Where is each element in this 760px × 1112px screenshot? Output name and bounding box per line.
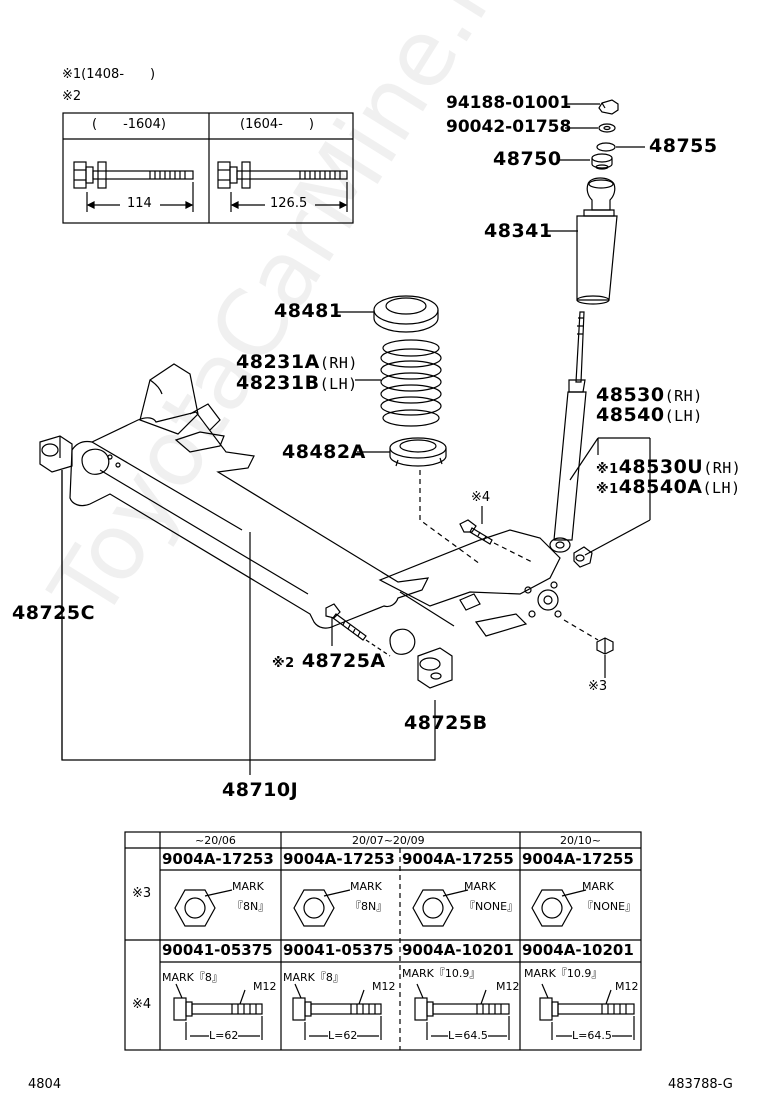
coil-spring-icon (380, 339, 442, 427)
spec-row3-value-3: 『NONE』 (464, 900, 519, 913)
part-48725b: 48725B (404, 712, 488, 734)
washer-icon (598, 123, 616, 133)
spec-row4-mark-3: MARK『10.9』 (402, 967, 481, 980)
spring-upper-seat-icon (373, 295, 439, 333)
spec-header-3: 20/10~ (560, 834, 601, 847)
part-48482a: 48482A (282, 441, 366, 463)
part-48540a-number: 48540A (618, 476, 703, 498)
spec-row3-label: ※3 (132, 886, 152, 901)
bolt-table-col2-header: (1604- ) (240, 117, 314, 132)
spec-row3-value-2: 『8N』 (350, 900, 388, 913)
spec-row4-part-1: 90041-05375 (162, 941, 273, 959)
part-48725c: 48725C (12, 602, 96, 624)
spec-row4-part-3: 9004A-10201 (402, 941, 514, 959)
bolt-short-icon (73, 161, 194, 189)
part-48231b-side: (LH) (319, 375, 358, 393)
shock-bushing-icon (573, 546, 593, 568)
footer-diagram-id: 483788-G (668, 1077, 733, 1092)
spec-table-frame (124, 831, 642, 1051)
spec-row4-part-4: 9004A-10201 (522, 941, 634, 959)
spec-row4-length-2: L=62 (328, 1029, 358, 1042)
shock-absorber-icon (549, 311, 587, 553)
part-48725a-mark: ※2 (272, 656, 295, 671)
part-48725a: ※2 48725A (272, 652, 386, 671)
part-48755: 48755 (649, 135, 718, 157)
bolt-mark4-icon (459, 519, 493, 545)
bolt-48725a-icon (325, 603, 367, 641)
cushion-washer-icon (596, 142, 616, 152)
spec-row3-part-4: 9004A-17255 (522, 850, 634, 868)
table-bolt-icons (173, 983, 635, 1040)
part-48530u-number: 48530U (618, 456, 704, 478)
spec-header-1: ~20/06 (195, 834, 236, 847)
bolt-length-2: 126.5 (270, 196, 308, 211)
rear-axle-beam-icon (69, 363, 562, 655)
part-48540: 48540(LH) (596, 406, 703, 425)
spec-row3-mark-4: MARK (582, 880, 614, 893)
spec-row4-thread-4: M12 (615, 980, 639, 993)
part-48725a-number: 48725A (301, 650, 386, 672)
spec-row4-thread-2: M12 (372, 980, 396, 993)
spec-row3-value-4: 『NONE』 (582, 900, 637, 913)
spec-row4-thread-1: M12 (253, 980, 277, 993)
part-48750: 48750 (493, 148, 562, 170)
part-48530-side: (RH) (664, 387, 703, 405)
spec-row4-mark-4: MARK『10.9』 (524, 967, 603, 980)
part-48341: 48341 (484, 220, 553, 242)
bushing-c-icon (39, 435, 73, 473)
upper-mount-icon (591, 153, 613, 170)
spec-row3-mark-3: MARK (464, 880, 496, 893)
part-48231b-number: 48231B (236, 372, 320, 394)
spec-row4-length-3: L=64.5 (448, 1029, 488, 1042)
part-48530u-side: (RH) (703, 459, 742, 477)
part-48540-number: 48540 (596, 404, 665, 426)
spec-row3-part-1: 9004A-17253 (162, 850, 274, 868)
note-1: ※1(1408- ) (62, 67, 156, 82)
spec-row3-part-2: 9004A-17253 (283, 850, 395, 868)
part-48231b: 48231B(LH) (236, 374, 358, 393)
spec-row4-length-4: L=64.5 (572, 1029, 612, 1042)
bolt-length-1: 114 (127, 196, 152, 211)
part-48540a-side: (LH) (702, 479, 741, 497)
spec-header-2: 20/07~20/09 (352, 834, 425, 847)
part-48530: 48530(RH) (596, 386, 703, 405)
spec-row3-mark-2: MARK (350, 880, 382, 893)
part-48540a-mark: ※1 (596, 482, 619, 497)
note-2: ※2 (62, 89, 82, 104)
mark-3-label: ※3 (588, 679, 608, 694)
spec-row4-mark-1: MARK『8』 (162, 971, 223, 984)
spec-row4-mark-2: MARK『8』 (283, 971, 344, 984)
part-48710j: 48710J (222, 779, 299, 801)
spec-row4-label: ※4 (132, 997, 152, 1012)
footer-page-code: 4804 (28, 1077, 62, 1092)
bushing-b-icon (417, 647, 453, 689)
spec-row4-length-1: L=62 (209, 1029, 239, 1042)
nut-mark3-icon (596, 637, 614, 655)
spec-row3-value-1: 『8N』 (232, 900, 270, 913)
part-90042-01758: 90042-01758 (446, 117, 572, 137)
part-48481: 48481 (274, 300, 343, 322)
bolt-table-frame (62, 112, 354, 224)
table-nut-icons (174, 889, 587, 927)
part-48540-side: (LH) (664, 407, 703, 425)
part-48530u: ※148530U(RH) (596, 458, 741, 477)
part-48540a: ※148540A(LH) (596, 478, 741, 497)
nut-icon (598, 99, 619, 115)
part-48231a-number: 48231A (236, 351, 320, 373)
spec-row3-mark-1: MARK (232, 880, 264, 893)
shock-boot-icon (576, 177, 618, 305)
part-48530-number: 48530 (596, 384, 665, 406)
spring-lower-seat-icon (389, 437, 447, 467)
bolt-long-icon (217, 161, 348, 189)
spec-row4-thread-3: M12 (496, 980, 520, 993)
bolt-table-col1-header: ( -1604) (92, 117, 166, 132)
spec-row4-part-2: 90041-05375 (283, 941, 394, 959)
part-48530u-mark: ※1 (596, 462, 619, 477)
mark-4-label: ※4 (471, 490, 491, 505)
part-94188-01001: 94188-01001 (446, 93, 572, 113)
spec-row3-part-3: 9004A-17255 (402, 850, 514, 868)
part-48231a: 48231A(RH) (236, 353, 358, 372)
part-48231a-side: (RH) (319, 354, 358, 372)
